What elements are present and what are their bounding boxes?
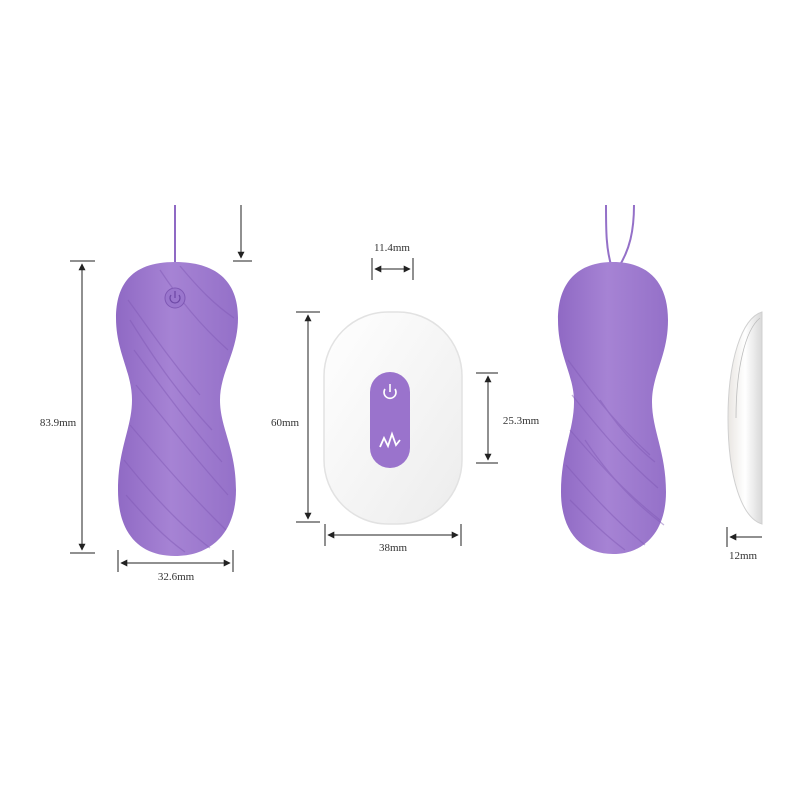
button-width-dimension: 11.4mm <box>371 242 414 280</box>
egg-top-arrow <box>233 205 252 262</box>
egg-spiral-ridges <box>565 359 665 551</box>
remote-width-label: 38mm <box>379 542 408 554</box>
power-icon <box>169 294 181 304</box>
egg-front-view <box>116 205 238 556</box>
remote-height-label: 60mm <box>271 417 300 429</box>
button-height-label: 25.3mm <box>503 415 540 427</box>
remote-thickness-dimension: 12mm <box>726 527 762 562</box>
egg-body <box>116 262 238 556</box>
egg-width-dimension: 32.6mm <box>117 550 234 583</box>
remote-thickness-label: 12mm <box>729 550 758 562</box>
egg-width-label: 32.6mm <box>158 571 195 583</box>
vibration-wave-icon[interactable] <box>379 431 401 449</box>
egg-spiral-ridges <box>123 265 235 553</box>
remote-side-view <box>727 311 763 525</box>
egg-height-label: 83.9mm <box>40 417 77 429</box>
egg-body <box>558 262 668 554</box>
remote-control <box>323 311 463 525</box>
remote-width-dimension: 38mm <box>324 524 462 554</box>
button-width-label: 11.4mm <box>374 242 410 254</box>
power-icon[interactable] <box>383 384 397 400</box>
egg-back-view <box>558 204 668 554</box>
remote-height-dimension: 60mm <box>271 311 320 523</box>
button-height-dimension: 25.3mm <box>476 372 540 464</box>
egg-cord <box>617 204 635 269</box>
remote-button-panel[interactable] <box>370 372 410 468</box>
egg-height-dimension: 83.9mm <box>40 260 95 554</box>
egg-cord <box>605 204 613 269</box>
